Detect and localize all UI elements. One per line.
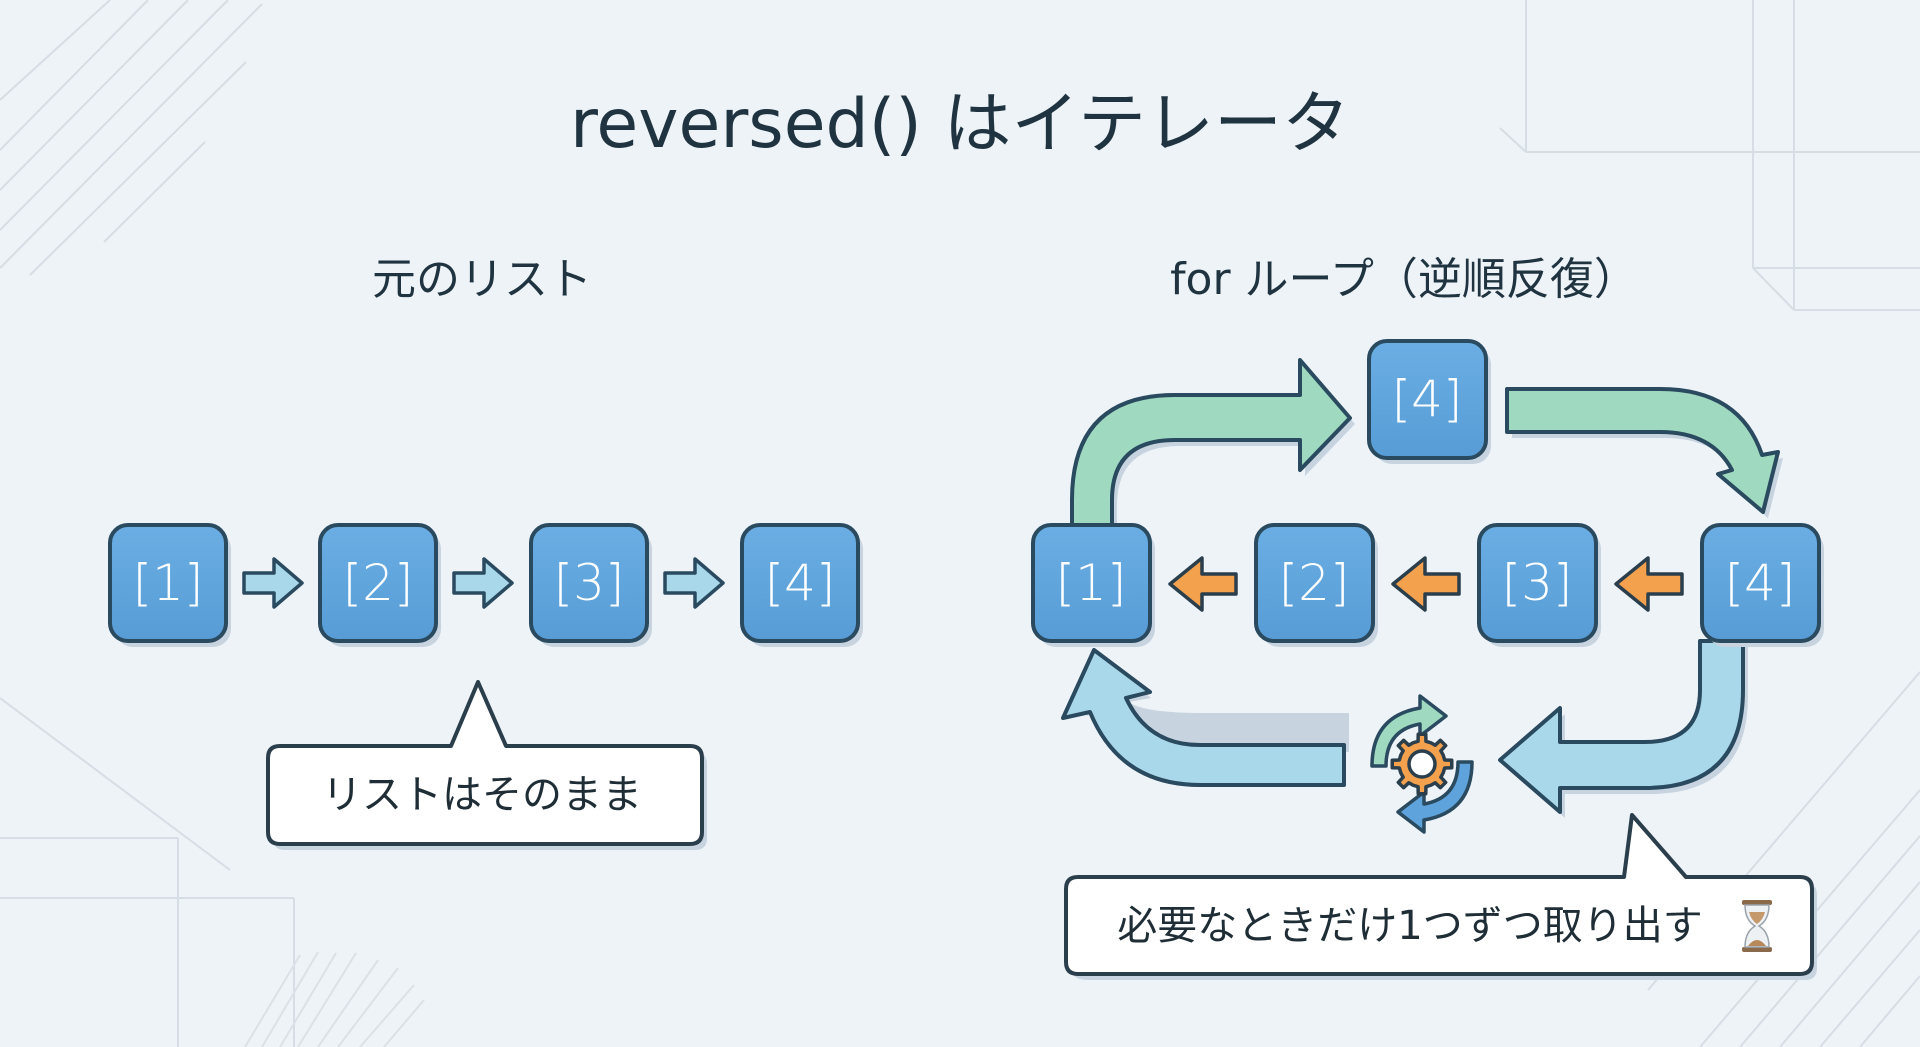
left-arrow-icon [1614, 556, 1684, 612]
top-item-box: [4] [1367, 339, 1491, 464]
hourglass-icon [1742, 900, 1772, 952]
left-list-item-3: [3] [529, 523, 652, 647]
left-arrow-icon [1168, 556, 1238, 612]
item-label: [4] [765, 554, 836, 612]
gear-cycle-icon [1370, 694, 1474, 834]
hatch-bottom-left [244, 951, 425, 1047]
item-label: [1] [1056, 554, 1127, 612]
left-list-row: [1] [2] [3] [4] [108, 523, 863, 647]
grid-lines-bottom-left [0, 697, 295, 1047]
right-callout-text: 必要なときだけ1つずつ取り出す [1117, 903, 1702, 949]
right-arrow-icon [663, 557, 725, 609]
curved-arrow-return-left-icon [1061, 648, 1349, 787]
right-list-item-3: [3] [1477, 523, 1601, 647]
item-label: [4] [1725, 554, 1796, 612]
grid-lines-top-right [1499, 0, 1920, 311]
right-arrow-icon [242, 557, 304, 609]
item-label: [3] [1502, 554, 1573, 612]
left-callout: リストはそのまま [266, 680, 707, 850]
item-label: [1] [133, 554, 204, 612]
right-panel-heading: for ループ（逆順反復） [1170, 254, 1638, 305]
right-list-item-2: [2] [1254, 523, 1378, 647]
curved-arrow-up-icon [1070, 358, 1355, 531]
left-list-item-1: [1] [108, 523, 231, 647]
left-list-item-4: [4] [740, 523, 863, 647]
left-panel-heading: 元のリスト [372, 254, 592, 305]
right-callout: 必要なときだけ1つずつ取り出す [1064, 813, 1817, 980]
item-label: [4] [1392, 370, 1463, 428]
right-list-item-1: [1] [1031, 523, 1155, 647]
item-label: [2] [1279, 554, 1350, 612]
slide-title: reversed() はイテレータ [569, 85, 1351, 164]
left-arrow-icon [1391, 556, 1461, 612]
gear-icon [1390, 732, 1454, 796]
left-callout-text: リストはそのまま [322, 772, 642, 818]
item-label: [2] [343, 554, 414, 612]
diagonal-lines-top-left [0, 0, 263, 276]
right-list-item-4: [4] [1700, 523, 1824, 647]
left-list-item-2: [2] [318, 523, 441, 647]
item-label: [3] [554, 554, 625, 612]
curved-arrow-down-icon [1505, 387, 1783, 518]
right-arrow-icon [452, 557, 514, 609]
curved-arrow-return-right-icon [1498, 639, 1748, 818]
